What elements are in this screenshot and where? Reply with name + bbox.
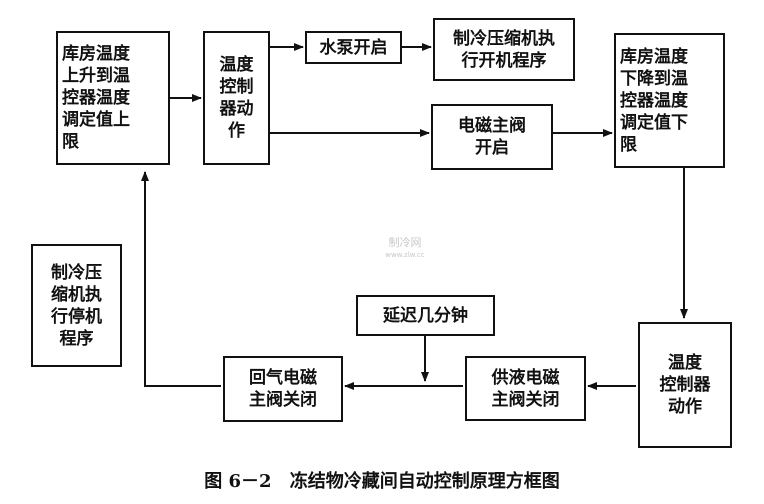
box-compressor-stop: 制冷压 缩机执 行停机 程序	[31, 244, 122, 367]
watermark-url: www.zlw.cc	[385, 251, 425, 259]
watermark-text: 制冷网	[388, 236, 422, 249]
arrow-return-to-rise	[141, 171, 221, 387]
box-warehouse-temp-fall: 库房温度 下降到温 控器温度 调定值下 限	[614, 33, 725, 168]
box-delay: 延迟几分钟	[356, 295, 495, 336]
box-solenoid-open: 电磁主阀 开启	[431, 104, 553, 170]
box-supply-valve-close: 供液电磁 主阀关闭	[465, 356, 586, 421]
box-warehouse-temp-rise: 库房温度 上升到温 控器温度 调定值上 限	[56, 31, 170, 165]
figure-title: 冻结物冷藏间自动控制原理方框图	[289, 471, 560, 492]
box-thermostat-action-2: 温度 控制器 动作	[638, 322, 732, 448]
watermark: 制冷网 www.zlw.cc	[380, 236, 430, 262]
box-return-valve-close: 回气电磁 主阀关闭	[223, 356, 343, 422]
box-compressor-start: 制冷压缩机执 行开机程序	[433, 18, 575, 81]
figure-caption: 图 6－2 冻结物冷藏间自动控制原理方框图	[0, 467, 764, 493]
box-pump-start: 水泵开启	[305, 31, 402, 64]
box-thermostat-action-1: 温度 控制 器动 作	[203, 31, 270, 165]
figure-number: 图 6－2	[204, 471, 272, 492]
